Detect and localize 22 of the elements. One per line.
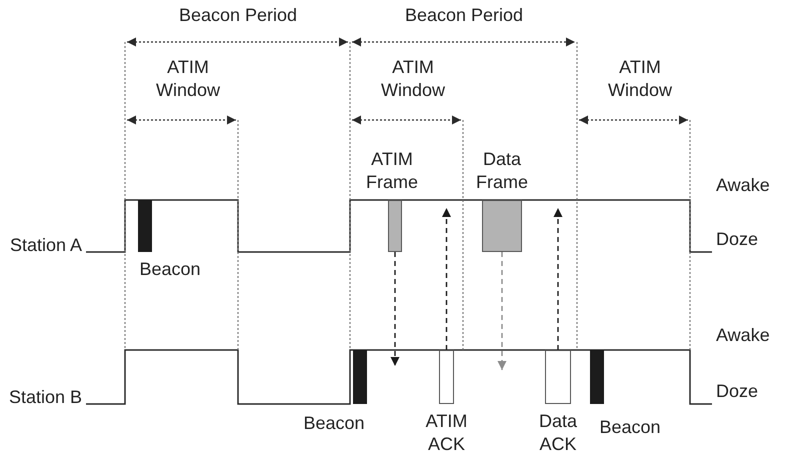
frame-label: ATIM Frame	[366, 148, 418, 194]
transmission-arrow	[554, 208, 562, 350]
window-label: ATIM Window	[156, 56, 220, 102]
window-label: ATIM Window	[608, 56, 672, 102]
beacon-label: Beacon	[139, 258, 201, 281]
station-label: Station A	[10, 234, 82, 257]
transmission-arrow	[498, 252, 506, 370]
state-label: Awake	[716, 324, 770, 347]
transmission-arrow	[442, 208, 451, 350]
state-label: Doze	[716, 380, 758, 403]
ack-label: ATIM ACK	[426, 410, 468, 456]
frame-label: Data Frame	[476, 148, 528, 194]
beacon-label: Beacon	[599, 416, 661, 439]
station-label: Station B	[8, 386, 82, 409]
transmission-arrow	[390, 252, 400, 366]
beacon-label: Beacon	[303, 412, 365, 435]
period-label: Beacon Period	[404, 4, 524, 27]
window-label: ATIM Window	[381, 56, 445, 102]
ack-label: Data ACK	[538, 410, 578, 456]
state-label: Awake	[716, 174, 770, 197]
state-label: Doze	[716, 228, 758, 251]
period-label: Beacon Period	[178, 4, 298, 27]
